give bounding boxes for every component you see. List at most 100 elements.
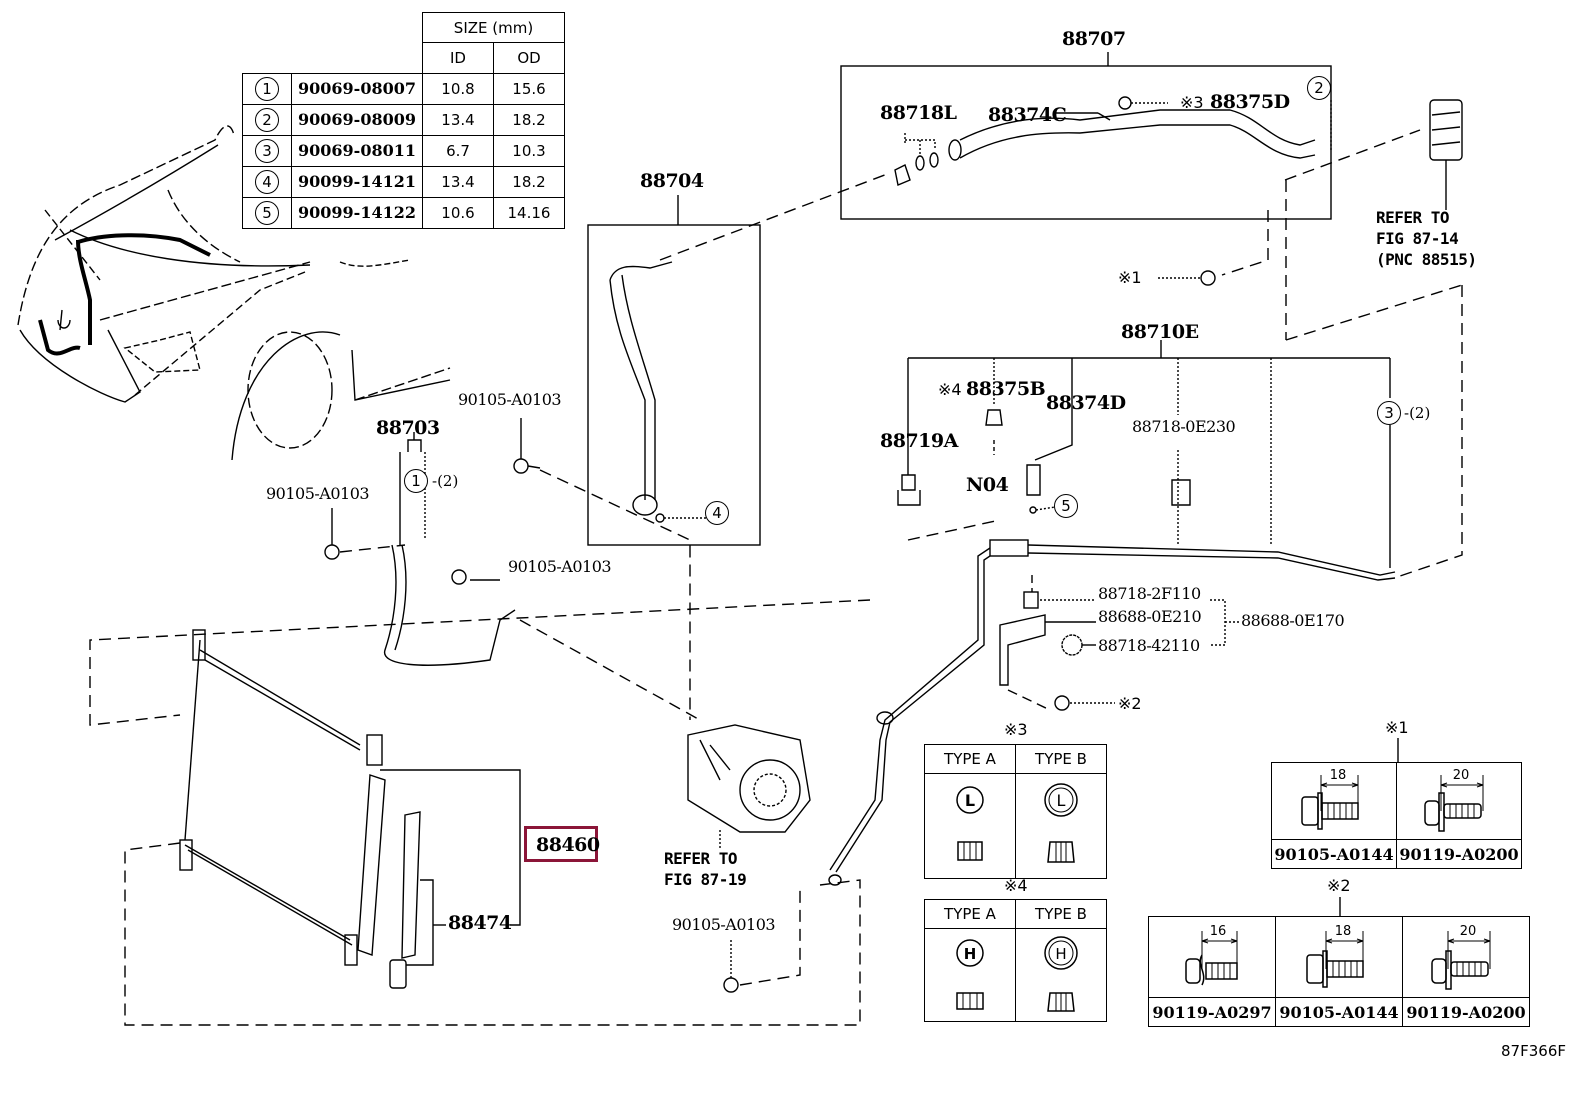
type-b-cap: L	[1015, 773, 1107, 879]
table-row: 2 90069-08009 13.4 18.2	[242, 103, 565, 136]
flange-bolt-icon: 18	[1301, 768, 1359, 830]
part-label-88460[interactable]: 88460	[536, 834, 600, 856]
callout-1-quantity: -(2)	[432, 472, 459, 490]
bolt-length: 20	[1460, 924, 1477, 939]
cap-symbol: H	[1055, 945, 1066, 963]
bolt-image-cell: 16	[1148, 916, 1276, 998]
callout-mark: 4	[255, 169, 279, 194]
washer-bolt-icon: 20	[1431, 924, 1491, 990]
cap-symbol: H	[964, 945, 977, 963]
part-label-88718-0E230[interactable]: 88718-0E230	[1132, 417, 1236, 436]
discharge-pipe	[828, 539, 1396, 886]
condenser	[179, 629, 421, 989]
table-row: 1 90069-08007 10.8 15.6	[242, 72, 565, 105]
callout-4: 4	[705, 501, 729, 525]
bolt-length: 16	[1210, 924, 1227, 939]
part-label-88688-0E210[interactable]: 88688-0E210	[1098, 607, 1202, 626]
table-row: 3 90069-08011 6.7 10.3	[242, 134, 565, 167]
reference-expansion-valve[interactable]: REFER TO FIG 87-14 (PNC 88515)	[1376, 207, 1477, 270]
table-row: 5 90099-14122 10.6 14.16	[242, 196, 565, 229]
part-label-88719A[interactable]: 88719A	[880, 430, 958, 452]
part-number[interactable]: 90099-14122	[291, 196, 423, 229]
type-table-note: ※3	[1004, 720, 1028, 739]
vehicle-wiring	[38, 233, 211, 356]
bolt-table-note: ※1	[1385, 718, 1409, 737]
flange-bolt-icon: 18	[1306, 924, 1364, 988]
part-label-88718-2F110[interactable]: 88718-2F110	[1098, 584, 1201, 603]
bolt-image-cell: 18	[1271, 762, 1397, 840]
part-number[interactable]: 90069-08009	[291, 103, 423, 136]
cap-symbol: L	[965, 791, 975, 810]
bolt-image-cell: 20	[1396, 762, 1522, 840]
part-label-88375B[interactable]: 88375B	[966, 378, 1046, 400]
bolt-length: 20	[1453, 768, 1470, 783]
type-a-cap: L	[924, 773, 1016, 879]
vehicle-outline	[17, 125, 451, 461]
cap-h-type-b-icon: H	[1044, 936, 1078, 1012]
group-box-88707	[840, 65, 1332, 220]
type-table-88375D: TYPE A TYPE B L L	[924, 744, 1107, 879]
callout-mark: 3	[255, 138, 279, 163]
part-label-88718-42110[interactable]: 88718-42110	[1098, 636, 1200, 655]
callout-1: 1	[404, 469, 428, 493]
reference-line: (PNC 88515)	[1376, 250, 1477, 269]
cap-symbol: L	[1057, 791, 1066, 810]
callout-2: 2	[1307, 76, 1331, 100]
reference-compressor[interactable]: REFER TO FIG 87-19	[664, 848, 747, 890]
part-label-88707[interactable]: 88707	[1062, 28, 1126, 50]
bolt-part-number[interactable]: 90119-A0297	[1148, 997, 1276, 1027]
part-label-88710E[interactable]: 88710E	[1121, 321, 1199, 343]
part-label-N04[interactable]: N04	[966, 474, 1009, 496]
type-b-header: TYPE B	[1015, 899, 1107, 929]
note-marker-1: ※1	[1118, 268, 1142, 287]
o-ring-size-table: SIZE (mm) ID OD 1 90069-08007 10.8 15.6 …	[242, 12, 565, 229]
part-label-88704[interactable]: 88704	[640, 170, 704, 192]
callout-mark: 5	[255, 200, 279, 225]
bolt-length: 18	[1330, 768, 1347, 783]
bolt-part-number[interactable]: 90119-A0200	[1396, 839, 1522, 869]
part-number[interactable]: 90069-08007	[291, 72, 423, 105]
part-label-88474[interactable]: 88474	[448, 912, 512, 934]
figure-code: 87F366F	[1501, 1042, 1566, 1060]
od-column-header: OD	[493, 42, 565, 74]
bolt-part-number[interactable]: 90105-A0144	[1271, 839, 1397, 869]
reference-line: FIG 87-14	[1376, 229, 1459, 248]
type-table-note: ※4	[1004, 876, 1028, 895]
part-number[interactable]: 90099-14121	[291, 165, 423, 198]
part-label-bolt-90105-A0103[interactable]: 90105-A0103	[266, 484, 370, 503]
cap-h-type-a-icon: H	[956, 939, 984, 1010]
part-label-bolt-90105-A0103[interactable]: 90105-A0103	[508, 557, 612, 576]
bolt-length: 18	[1335, 924, 1352, 939]
outer-diameter: 14.16	[493, 196, 565, 229]
type-b-header: TYPE B	[1015, 744, 1107, 774]
cap-l-type-b-icon: L	[1044, 783, 1078, 863]
note-marker-3: ※3	[1180, 93, 1204, 112]
part-label-88703[interactable]: 88703	[376, 417, 440, 439]
id-column-header: ID	[422, 42, 494, 74]
callout-3-quantity: -(2)	[1404, 404, 1431, 422]
bolt-part-number[interactable]: 90105-A0144	[1275, 997, 1403, 1027]
part-label-88374D[interactable]: 88374D	[1046, 392, 1126, 414]
outer-diameter: 18.2	[493, 165, 565, 198]
cap-l-type-a-icon: L	[956, 786, 984, 861]
outer-diameter: 15.6	[493, 72, 565, 105]
part-label-88718L[interactable]: 88718L	[880, 102, 957, 124]
bolt-part-number[interactable]: 90119-A0200	[1402, 997, 1530, 1027]
inner-diameter: 10.8	[422, 72, 494, 105]
part-label-88375D[interactable]: 88375D	[1210, 91, 1290, 113]
type-a-cap: H	[924, 928, 1016, 1022]
bolt-image-cell: 18	[1275, 916, 1403, 998]
bolt-table-note-1: 18 20 90105-A0144 90119-A0200	[1271, 762, 1522, 869]
bolt-table-note-2: 16 18 20	[1148, 916, 1530, 1027]
callout-3: 3	[1377, 401, 1401, 425]
inner-diameter: 13.4	[422, 103, 494, 136]
type-b-cap: H	[1015, 928, 1107, 1022]
part-label-bolt-90105-A0103[interactable]: 90105-A0103	[672, 915, 776, 934]
part-label-88688-0E170[interactable]: 88688-0E170	[1241, 611, 1345, 630]
inner-diameter: 6.7	[422, 134, 494, 167]
part-number[interactable]: 90069-08011	[291, 134, 423, 167]
part-label-88374C[interactable]: 88374C	[988, 104, 1067, 126]
part-label-bolt-90105-A0103[interactable]: 90105-A0103	[458, 390, 562, 409]
bolt-table-note: ※2	[1327, 876, 1351, 895]
